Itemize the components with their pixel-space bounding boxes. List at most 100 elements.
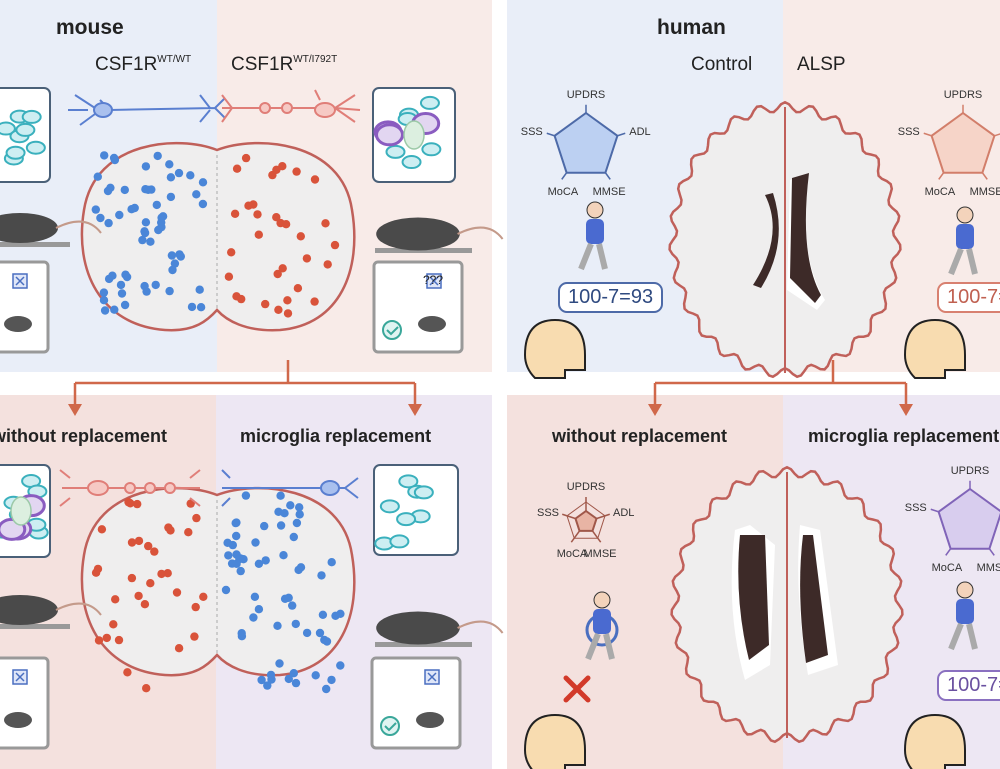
microglia-dot — [99, 296, 109, 305]
microglia-dot — [134, 536, 144, 546]
microglia-dot — [249, 613, 258, 622]
microglia-dot — [327, 675, 336, 685]
radar-label-mmse: MMSE — [592, 186, 626, 199]
microglia-dot — [317, 571, 326, 580]
radar-label-updrs: UPDRS — [950, 464, 990, 477]
microglia-dot — [241, 153, 251, 163]
head — [956, 581, 974, 599]
microglia-dot — [134, 591, 143, 601]
microglia-dot — [141, 162, 151, 171]
microglia-dot — [121, 270, 130, 279]
microglia-dot — [94, 636, 104, 645]
head — [956, 206, 974, 224]
enlarged-ventricle — [738, 535, 769, 660]
microglia-dot — [120, 300, 130, 310]
microglia-dot — [96, 213, 105, 223]
microglia-dot — [327, 558, 336, 567]
microglia-dot — [237, 294, 246, 304]
mouse-body — [0, 213, 58, 243]
microglia-cell — [0, 121, 16, 136]
microglia-dot — [224, 272, 234, 281]
mouse-title: mouse — [56, 16, 124, 39]
microglia-dot — [263, 681, 272, 690]
microglia-dot — [174, 168, 184, 178]
microglia-dot — [336, 661, 345, 670]
mouse-tail — [55, 220, 102, 234]
radar-label-sss: SSS — [904, 501, 927, 514]
microglia-dot — [157, 569, 166, 579]
microglia-dot — [167, 251, 177, 260]
human-branch-arrow — [648, 360, 913, 416]
microglia-cell — [389, 534, 410, 549]
microglia-dot — [250, 592, 260, 601]
microglia-dot — [291, 678, 301, 688]
healthy-neuron-icon-bottom — [221, 469, 359, 507]
radar-label-moca: MoCA — [931, 562, 963, 575]
microglia-dot — [97, 525, 107, 534]
head-brain-icon — [523, 318, 586, 379]
microglia-cell — [385, 144, 406, 159]
microglia-cell — [398, 474, 419, 489]
microglia-dot — [126, 499, 135, 508]
radar-label-moca: MoCA — [556, 548, 588, 560]
microglia-dot — [140, 227, 149, 236]
microglia-dot — [283, 309, 293, 318]
microglia-dot — [276, 521, 286, 530]
head-brain-icon — [903, 318, 966, 379]
microglia-dot — [186, 171, 195, 180]
microglia-dot — [109, 153, 119, 163]
microglia-cell — [15, 122, 36, 137]
microglia-dot — [228, 540, 237, 550]
microglia-dot — [114, 635, 124, 645]
microglia-dot — [244, 201, 253, 210]
platform — [0, 624, 70, 629]
radar-label-adl: ADL — [613, 507, 635, 519]
microglia-dot — [175, 250, 184, 259]
mouse-icon — [416, 712, 444, 728]
genotype-mutant: CSF1RWT/I792T — [231, 54, 337, 76]
microglia-dot — [120, 185, 129, 195]
check-icon — [382, 320, 402, 340]
microglia-dot — [278, 264, 287, 273]
microglia-cell — [5, 145, 26, 160]
head-brain-icon — [523, 713, 586, 769]
microglia-dot — [166, 526, 175, 535]
microglia-dot — [323, 260, 332, 269]
microglia-dot — [241, 491, 251, 500]
microglia-dot — [91, 568, 101, 577]
microglia-dot — [140, 600, 150, 609]
microglia-dot — [100, 306, 110, 315]
microglia-dot — [158, 212, 168, 221]
degenerating-neuron-icon — [221, 89, 361, 123]
mouse-without-replacement-label: without replacement — [0, 426, 168, 446]
microglia-dot — [91, 205, 101, 214]
platform — [0, 242, 70, 247]
microglia-dot — [254, 605, 264, 614]
radar-label-updrs: UPDRS — [566, 481, 606, 493]
microglia-dot — [152, 200, 161, 210]
lateral-ventricle — [753, 193, 779, 288]
microglia-dot — [142, 287, 151, 296]
microglia-dot — [166, 192, 176, 202]
microglia-dot — [283, 296, 292, 305]
microglia-dot — [261, 299, 270, 309]
group-alsp-label: ALSP — [797, 54, 846, 75]
torso — [956, 224, 974, 249]
radar-label-updrs: UPDRS — [943, 88, 983, 101]
radar-score-area — [574, 509, 598, 532]
torso — [593, 609, 611, 634]
microglia-cell — [413, 485, 434, 500]
microglia-dot — [102, 633, 112, 643]
microglia-dot — [286, 501, 295, 510]
microglia-dot — [133, 499, 142, 509]
genotype-superscript: WT/I792T — [293, 54, 338, 65]
torso — [586, 219, 604, 244]
radar-frame — [553, 111, 619, 174]
microglia-dot — [273, 621, 282, 630]
microglia-dot — [253, 210, 262, 219]
microglia-dot — [321, 219, 330, 228]
microglia-dot — [236, 566, 245, 576]
microglia-dot — [291, 619, 300, 629]
head-brain-icon — [903, 713, 966, 769]
genotype-superscript: WT/WT — [157, 54, 192, 65]
